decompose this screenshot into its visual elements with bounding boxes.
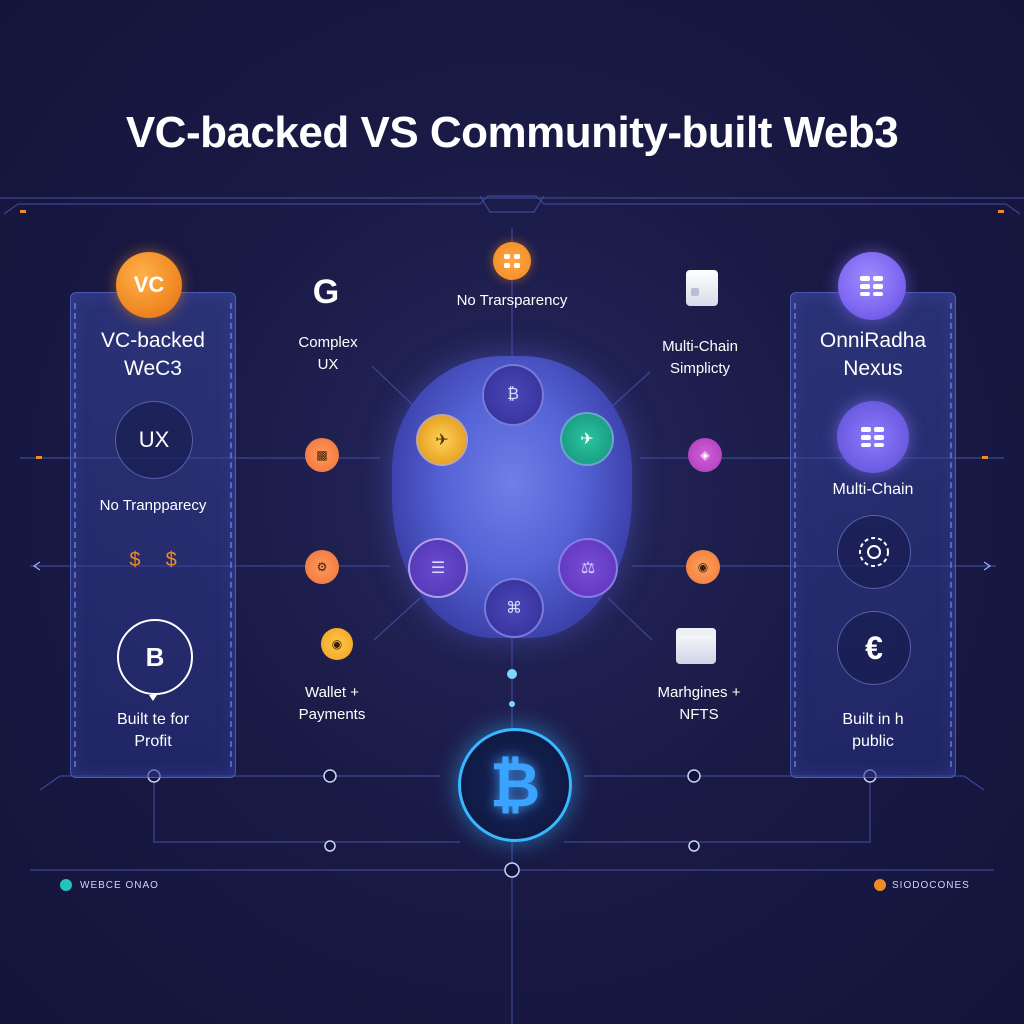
coin-node-icon: ◉ <box>686 550 720 584</box>
hub-node-top: ₿ <box>482 364 544 426</box>
hub-node-teal: ✈ <box>560 412 614 466</box>
server-icon <box>686 270 718 306</box>
ux-circle: UX <box>115 401 193 479</box>
euro-icon: € <box>837 611 911 685</box>
hub-node-bottom: ⌘ <box>484 578 544 638</box>
vc-panel-title-1: VC-backed <box>101 329 205 352</box>
page-title: VC-backed VS Community-built Web3 <box>125 108 899 157</box>
dollar-icon: $ <box>129 549 141 571</box>
dollar-icon: $ <box>165 549 177 571</box>
nexus-panel-title-2: Nexus <box>843 357 903 380</box>
vc-no-transparency: No Tranpparecy <box>99 497 207 514</box>
onniradha-nexus-panel: OnniRadha Nexus Multi-Chain € Built in h… <box>790 292 956 778</box>
marketplaces-nfts-label: Marhgines + NFTS <box>657 684 741 723</box>
hub-node-purple-left: ☰ <box>408 538 468 598</box>
hub-node-gold: ✈ <box>416 414 468 466</box>
nexus-panel-title-1: OnniRadha <box>819 329 927 352</box>
nexus-multichain-label: Multi-Chain <box>832 481 914 498</box>
transparency-node-icon: ▩ <box>305 438 339 472</box>
multichain-simplicity-label: Multi-Chain Simplicty <box>662 338 738 377</box>
footer-left-dot-icon <box>60 879 72 891</box>
nft-node-icon: ◈ <box>688 438 722 472</box>
complex-ux-label: Complex UX <box>298 334 358 373</box>
chain-ring-icon <box>837 515 911 589</box>
footer-right-text: SIODOCONES <box>892 880 970 891</box>
bitcoin-icon: ₿ <box>458 728 572 842</box>
orange-grid-icon <box>493 242 531 280</box>
built-in-public-2: public <box>852 733 894 750</box>
built-in-public-1: Built in h <box>842 711 904 728</box>
vc-backed-panel: VC-backed WeC3 UX No Tranpparecy $ $ B B… <box>70 292 236 778</box>
built-for-profit-1: Built te for <box>116 711 190 728</box>
footer-right-dot-icon <box>874 879 886 891</box>
built-for-profit-2: Profit <box>134 733 172 750</box>
hub-node-purple-right: ⚖ <box>558 538 618 598</box>
no-transparency-label: No Trarsparency <box>456 292 568 309</box>
gear-node-icon: ⚙ <box>305 550 339 584</box>
stack-glyph <box>861 427 884 447</box>
coin-pointer <box>71 691 235 705</box>
ux-circle-label: UX <box>138 427 170 452</box>
wallet-payments-label: Wallet + Payments <box>298 684 366 723</box>
orange-badge-icon: VC <box>116 252 182 318</box>
dollar-icons: $ $ <box>71 549 235 572</box>
purple-stack-badge-icon <box>838 252 906 320</box>
g-logo-icon: G <box>312 272 340 311</box>
vc-panel-title-2: WeC3 <box>124 357 182 380</box>
footer-left-text: WEBCE ONAO <box>80 880 159 891</box>
nft-box-icon <box>676 628 716 664</box>
purple-stack-icon <box>837 401 909 473</box>
wallet-coin-icon: ◉ <box>321 628 353 660</box>
bitcoin-outline-icon: B <box>117 619 193 695</box>
